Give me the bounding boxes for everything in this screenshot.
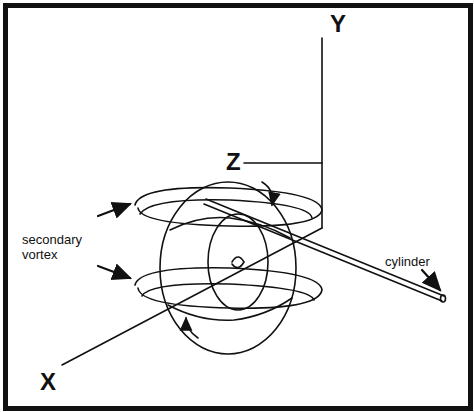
secondary-vortex-loop	[140, 200, 312, 218]
callout-label: secondary vortex	[22, 232, 102, 262]
rotation-arrow	[186, 318, 198, 338]
pointer-arrow	[98, 204, 130, 216]
callout-label: cylinder	[385, 254, 430, 269]
cylinder-rod	[206, 199, 444, 296]
cylinder-rod	[204, 204, 442, 301]
pointer-arrow	[98, 266, 130, 278]
y-axis	[321, 38, 323, 228]
ring-shading	[168, 298, 292, 320]
rotation-arrow	[232, 257, 244, 268]
vortex-ring-inner	[208, 214, 268, 310]
x-axis	[62, 228, 322, 365]
secondary-vortex-loop	[135, 188, 322, 227]
cylinder-end	[441, 295, 446, 302]
secondary-vortex-loop	[142, 284, 314, 300]
z-axis	[244, 162, 322, 164]
picture-frame	[3, 3, 473, 411]
axis-label: X	[40, 368, 56, 396]
ring-shading	[170, 218, 290, 239]
axis-label: Y	[330, 10, 346, 38]
rotation-arrow	[262, 182, 273, 205]
axis-label: Z	[226, 148, 241, 176]
secondary-vortex-loop	[135, 268, 322, 308]
pointer-arrow	[422, 270, 440, 290]
